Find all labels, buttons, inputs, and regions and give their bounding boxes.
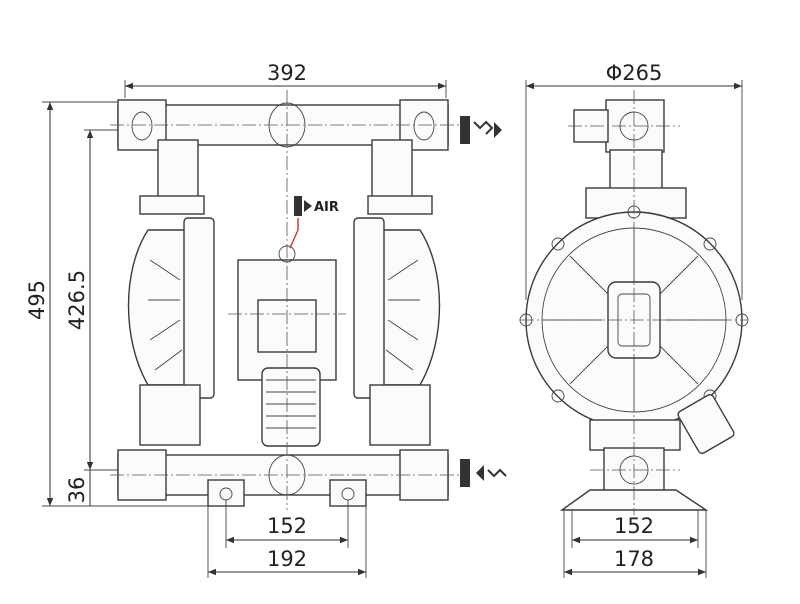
top-right-port bbox=[413, 111, 435, 141]
left-upper-clamp bbox=[139, 195, 205, 215]
muffler-fins bbox=[266, 379, 316, 429]
dim-426-5-text: 426.5 bbox=[65, 270, 89, 330]
side-muffler bbox=[677, 393, 735, 455]
air-label: AIR bbox=[314, 200, 339, 215]
dim-152-side-text: 152 bbox=[614, 514, 654, 538]
front-view: AIR 392 495 426.5 36 bbox=[25, 61, 507, 578]
muffler bbox=[261, 367, 321, 447]
right-upper-clamp bbox=[367, 195, 433, 215]
dim-192-text: 192 bbox=[267, 547, 307, 571]
dim-178-text: 178 bbox=[614, 547, 654, 571]
right-lower-riser bbox=[369, 384, 431, 446]
side-lower-clamp bbox=[589, 419, 681, 451]
right-outer-cover bbox=[353, 217, 385, 399]
side-view: Φ265 152 178 bbox=[519, 61, 749, 578]
top-left-port bbox=[131, 111, 153, 141]
left-outer-cover bbox=[183, 217, 215, 399]
air-leader-line bbox=[289, 218, 299, 249]
dim-392-text: 392 bbox=[267, 61, 307, 85]
dim-265-text: Φ265 bbox=[606, 61, 663, 85]
right-ribs bbox=[385, 259, 420, 371]
left-diaphragm-chamber bbox=[127, 229, 189, 386]
air-inlet-symbol: AIR bbox=[289, 196, 339, 249]
air-fitting-icon bbox=[294, 196, 302, 216]
right-diaphragm-chamber bbox=[379, 229, 441, 386]
dim-152-front-text: 152 bbox=[267, 514, 307, 538]
dim-36-text: 36 bbox=[65, 477, 89, 504]
left-ribs bbox=[148, 259, 183, 371]
left-lower-riser bbox=[139, 384, 201, 446]
inlet-arrow-icon bbox=[460, 459, 507, 487]
dim-495-text: 495 bbox=[25, 280, 49, 320]
outlet-arrow-icon bbox=[460, 116, 502, 144]
